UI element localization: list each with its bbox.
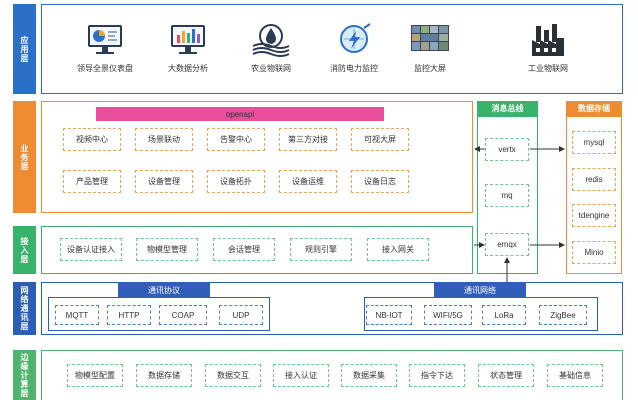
business-item: 场景联动 [135, 128, 193, 151]
business-item: 设备拓扑 [207, 170, 265, 193]
edge-layer-panel [41, 350, 623, 400]
bus-item-mq: mq [485, 184, 529, 207]
app-layer-label: 应用层 [13, 4, 36, 94]
storage-item-tdengine: tdengine [572, 204, 616, 227]
network-title: 通讯网络 [434, 283, 526, 297]
business-item: 设备运维 [279, 170, 337, 193]
business-item: 设备管理 [135, 170, 193, 193]
water-drop-field-icon [252, 24, 290, 57]
protocol-item: UDP [219, 305, 263, 325]
protocol-item: HTTP [107, 305, 151, 325]
app-video-wall: 监控大屏 [390, 22, 470, 74]
access-item: 规则引擎 [290, 238, 352, 261]
network-item: ZigBee [539, 305, 587, 325]
app-label: 农业物联网 [251, 64, 291, 73]
bus-item-vertx: vertx [485, 138, 529, 161]
network-item: WIFI/5G [424, 305, 472, 325]
business-item: 视频中心 [63, 128, 121, 151]
access-item: 接入网关 [367, 238, 429, 261]
business-item: 告警中心 [207, 128, 265, 151]
app-label: 消防电力监控 [330, 64, 378, 73]
access-layer-label: 接入层 [13, 226, 36, 274]
edge-item: 基础信息 [547, 364, 603, 387]
app-fire-power: 消防电力监控 [314, 22, 394, 74]
network-layer-label: 网络通讯层 [13, 282, 36, 335]
storage-item-mysql: mysql [572, 131, 616, 154]
edge-item: 数据交互 [205, 364, 261, 387]
app-dashboard: 领导全景仪表盘 [65, 22, 145, 74]
access-item: 物模型管理 [136, 238, 198, 261]
app-label: 监控大屏 [414, 64, 446, 73]
network-item: LoRa [482, 305, 526, 325]
edge-item: 数据存储 [136, 364, 192, 387]
protocol-item: MQTT [55, 305, 99, 325]
video-wall-icon [411, 25, 449, 51]
business-item: 可视大屏 [351, 128, 409, 151]
storage-item-redis: redis [572, 168, 616, 191]
edge-item: 物模型配置 [67, 364, 123, 387]
bus-item-emqx: emqx [485, 233, 529, 256]
app-agri-iot: 农业物联网 [231, 22, 311, 74]
fire-power-monitor-icon [340, 23, 371, 53]
business-item: 第三方对接 [279, 128, 337, 151]
edge-item: 接入认证 [273, 364, 329, 387]
storage-title: 数据存储 [566, 101, 622, 116]
access-item: 设备认证接入 [60, 238, 122, 261]
protocol-title: 通讯协议 [118, 283, 210, 297]
storage-item-minio: Minio [572, 241, 616, 264]
business-item: 产品管理 [63, 170, 121, 193]
factory-icon [532, 24, 564, 56]
app-layer-panel [41, 4, 623, 94]
dashboard-monitor-icon [88, 25, 122, 54]
app-bigdata: 大数据分析 [148, 22, 228, 74]
edge-item: 指令下达 [409, 364, 465, 387]
network-item: NB-IOT [366, 305, 412, 325]
bar-chart-monitor-icon [171, 25, 205, 54]
app-label: 大数据分析 [168, 64, 208, 73]
business-layer-label: 业务层 [13, 101, 36, 213]
business-item: 设备日志 [351, 170, 409, 193]
protocol-item: COAP [159, 305, 207, 325]
edge-item: 数据采集 [341, 364, 397, 387]
message-bus-title: 消息总线 [477, 101, 538, 116]
access-item: 会话管理 [213, 238, 275, 261]
app-label: 领导全景仪表盘 [77, 64, 133, 73]
edge-item: 状态管理 [478, 364, 534, 387]
app-label: 工业物联网 [528, 64, 568, 73]
edge-layer-label: 边缘计算层 [13, 350, 36, 400]
app-industrial-iot: 工业物联网 [508, 22, 588, 74]
openapi-bar: openapi [96, 107, 384, 121]
